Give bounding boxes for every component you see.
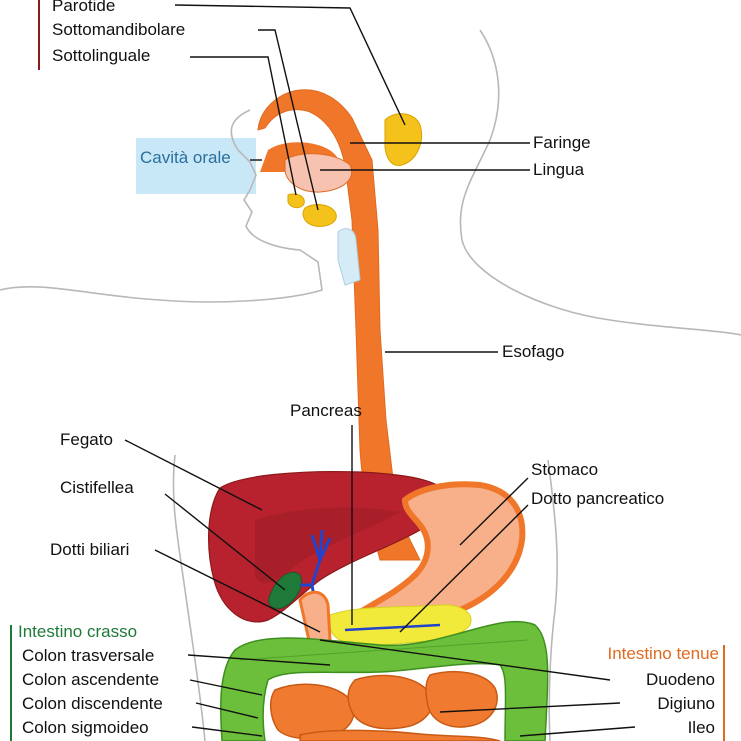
- label-sottomandibolare: Sottomandibolare: [52, 20, 186, 39]
- label-dotto-pancreatico: Dotto pancreatico: [531, 489, 665, 508]
- pointer-lines: [124, 4, 636, 737]
- label-cavita-orale: Cavità orale: [140, 148, 231, 167]
- label-pancreas: Pancreas: [290, 401, 362, 420]
- label-faringe: Faringe: [533, 133, 591, 152]
- label-colon-sigmoideo: Colon sigmoideo: [22, 718, 149, 737]
- label-ileo: Ileo: [687, 718, 715, 737]
- small-intestine-shape: [270, 670, 501, 741]
- label-duodeno: Duodeno: [645, 670, 715, 689]
- label-stomaco: Stomaco: [531, 460, 599, 479]
- gallbladder-shape: [268, 571, 302, 609]
- label-intestino-crasso: Intestino crasso: [18, 622, 138, 641]
- label-fegato: Fegato: [60, 430, 113, 449]
- large-intestine-shape: [219, 620, 549, 741]
- label-digiuno: Digiuno: [657, 694, 715, 713]
- label-colon-ascendente: Colon ascendente: [22, 670, 160, 689]
- label-cistifellea: Cistifellea: [60, 478, 134, 497]
- label-colon-discendente: Colon discendente: [22, 694, 163, 713]
- label-dotti-biliari: Dotti biliari: [50, 540, 130, 559]
- label-colon-trasversale: Colon trasversale: [22, 646, 155, 665]
- liver-shape: [208, 470, 448, 623]
- label-intestino-tenue: Intestino tenue: [607, 644, 719, 663]
- small-intestine-bracket: [723, 645, 725, 741]
- salivary-glands: [287, 113, 423, 227]
- label-sottolinguale: Sottolinguale: [52, 46, 151, 65]
- salivary-group-bracket: [38, 0, 40, 70]
- large-intestine-bracket: [10, 625, 12, 741]
- trachea-shape: [337, 228, 361, 286]
- tongue-shape: [284, 153, 352, 193]
- label-lingua: Lingua: [533, 160, 585, 179]
- body-outline: [0, 29, 741, 741]
- label-esofago: Esofago: [502, 342, 565, 361]
- label-parotide: Parotide: [52, 0, 116, 15]
